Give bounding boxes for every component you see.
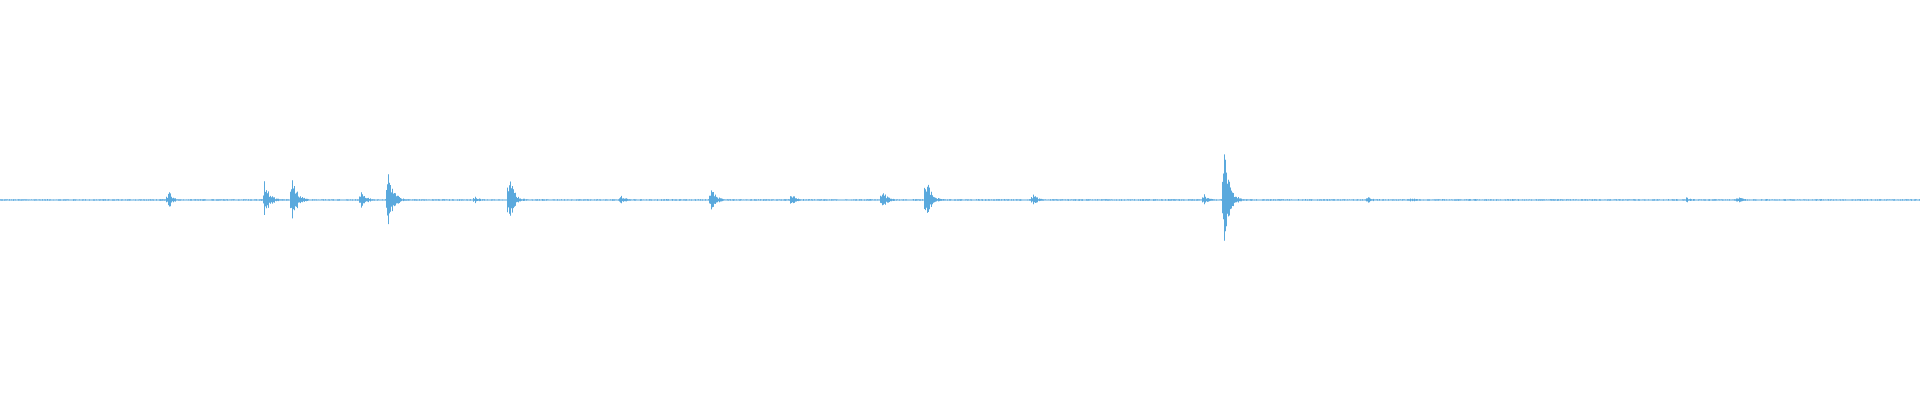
waveform-path xyxy=(0,154,1920,241)
waveform-samples xyxy=(0,154,1920,241)
